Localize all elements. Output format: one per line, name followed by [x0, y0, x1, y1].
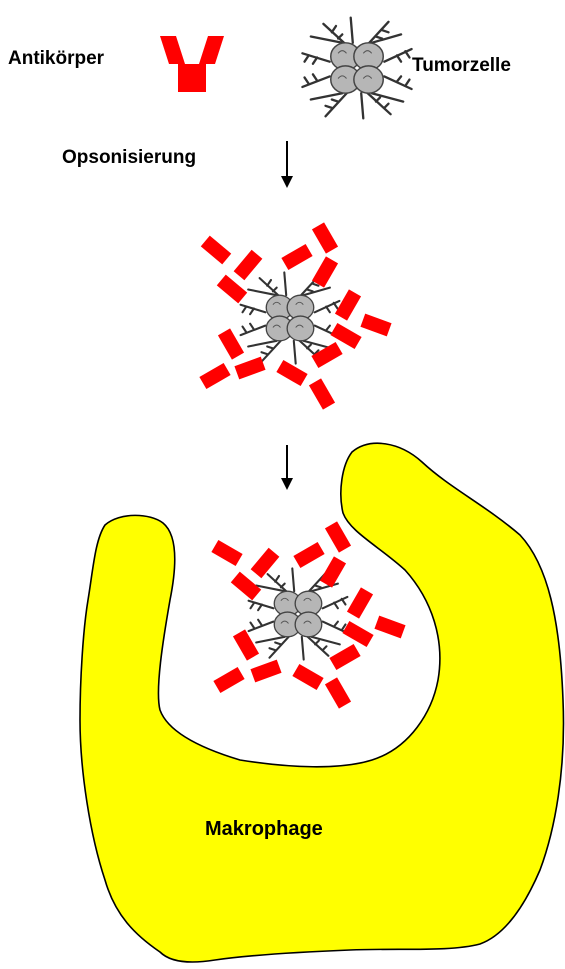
antibody-icon [160, 36, 224, 92]
macrophage-body [80, 443, 563, 962]
tumor-cell-icon [302, 18, 411, 119]
down-arrow-icon [281, 141, 293, 188]
tumor-cell-label: Tumorzelle [412, 55, 511, 76]
engulfed-tumor-cell [211, 521, 405, 708]
opsonized-tumor-cell [199, 222, 391, 409]
antibody-label: Antikörper [8, 48, 105, 69]
down-arrow-icon [281, 445, 293, 490]
macrophage-label: Makrophage [205, 818, 323, 840]
opsonization-label: Opsonisierung [62, 147, 196, 168]
